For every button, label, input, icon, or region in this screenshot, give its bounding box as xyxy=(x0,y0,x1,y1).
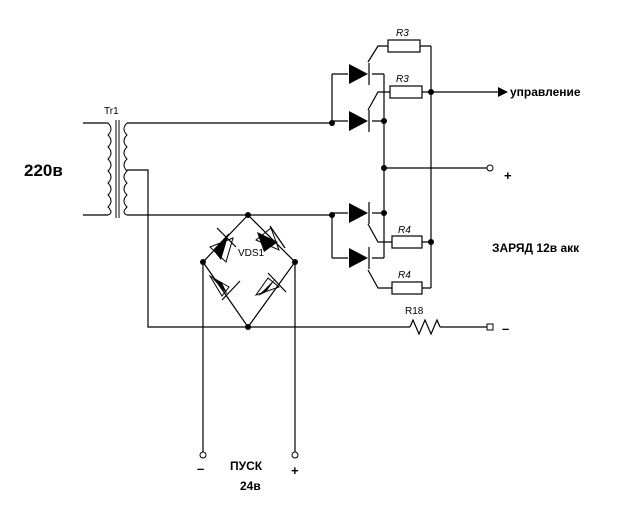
control-label: управление xyxy=(510,85,581,99)
resistor-r3-bottom xyxy=(389,85,423,99)
wiring xyxy=(127,45,498,328)
resistor-r18 xyxy=(409,318,441,336)
transformer xyxy=(83,120,128,218)
plus-label: + xyxy=(504,168,512,183)
junction-dots xyxy=(200,89,434,330)
resistor-r4-bottom xyxy=(391,281,423,295)
start-voltage-label: 24в xyxy=(240,479,261,493)
start-minus-label: – xyxy=(197,461,204,476)
thyristor-1 xyxy=(349,63,370,85)
input-voltage-label: 220в xyxy=(24,161,63,180)
diode-outlines xyxy=(208,227,281,297)
thyristor-3 xyxy=(349,202,370,224)
resistor-r4-top xyxy=(391,235,423,249)
minus-label: – xyxy=(502,321,509,336)
charge-label: ЗАРЯД 12в акк xyxy=(492,241,580,255)
start-label: ПУСК xyxy=(230,459,263,473)
r4-top-label: R4 xyxy=(398,225,411,236)
r18-label: R18 xyxy=(405,306,424,317)
thyristor-4 xyxy=(349,247,370,269)
start-plus-terminal-icon xyxy=(291,451,299,459)
minus-terminal-icon xyxy=(486,323,494,331)
plus-terminal-icon xyxy=(486,164,494,172)
bridge-label: VDS1 xyxy=(238,248,265,259)
resistor-r3-top xyxy=(387,39,421,53)
start-minus-terminal-icon xyxy=(199,451,207,459)
r3-top-label: R3 xyxy=(396,28,409,39)
r4-bottom-label: R4 xyxy=(398,270,411,281)
control-arrow-icon xyxy=(498,87,508,97)
r3-bottom-label: R3 xyxy=(396,74,409,85)
thyristor-2 xyxy=(349,110,370,132)
transformer-label: Tr1 xyxy=(104,106,119,117)
diode-bridge xyxy=(202,214,296,329)
start-plus-label: + xyxy=(291,463,299,478)
